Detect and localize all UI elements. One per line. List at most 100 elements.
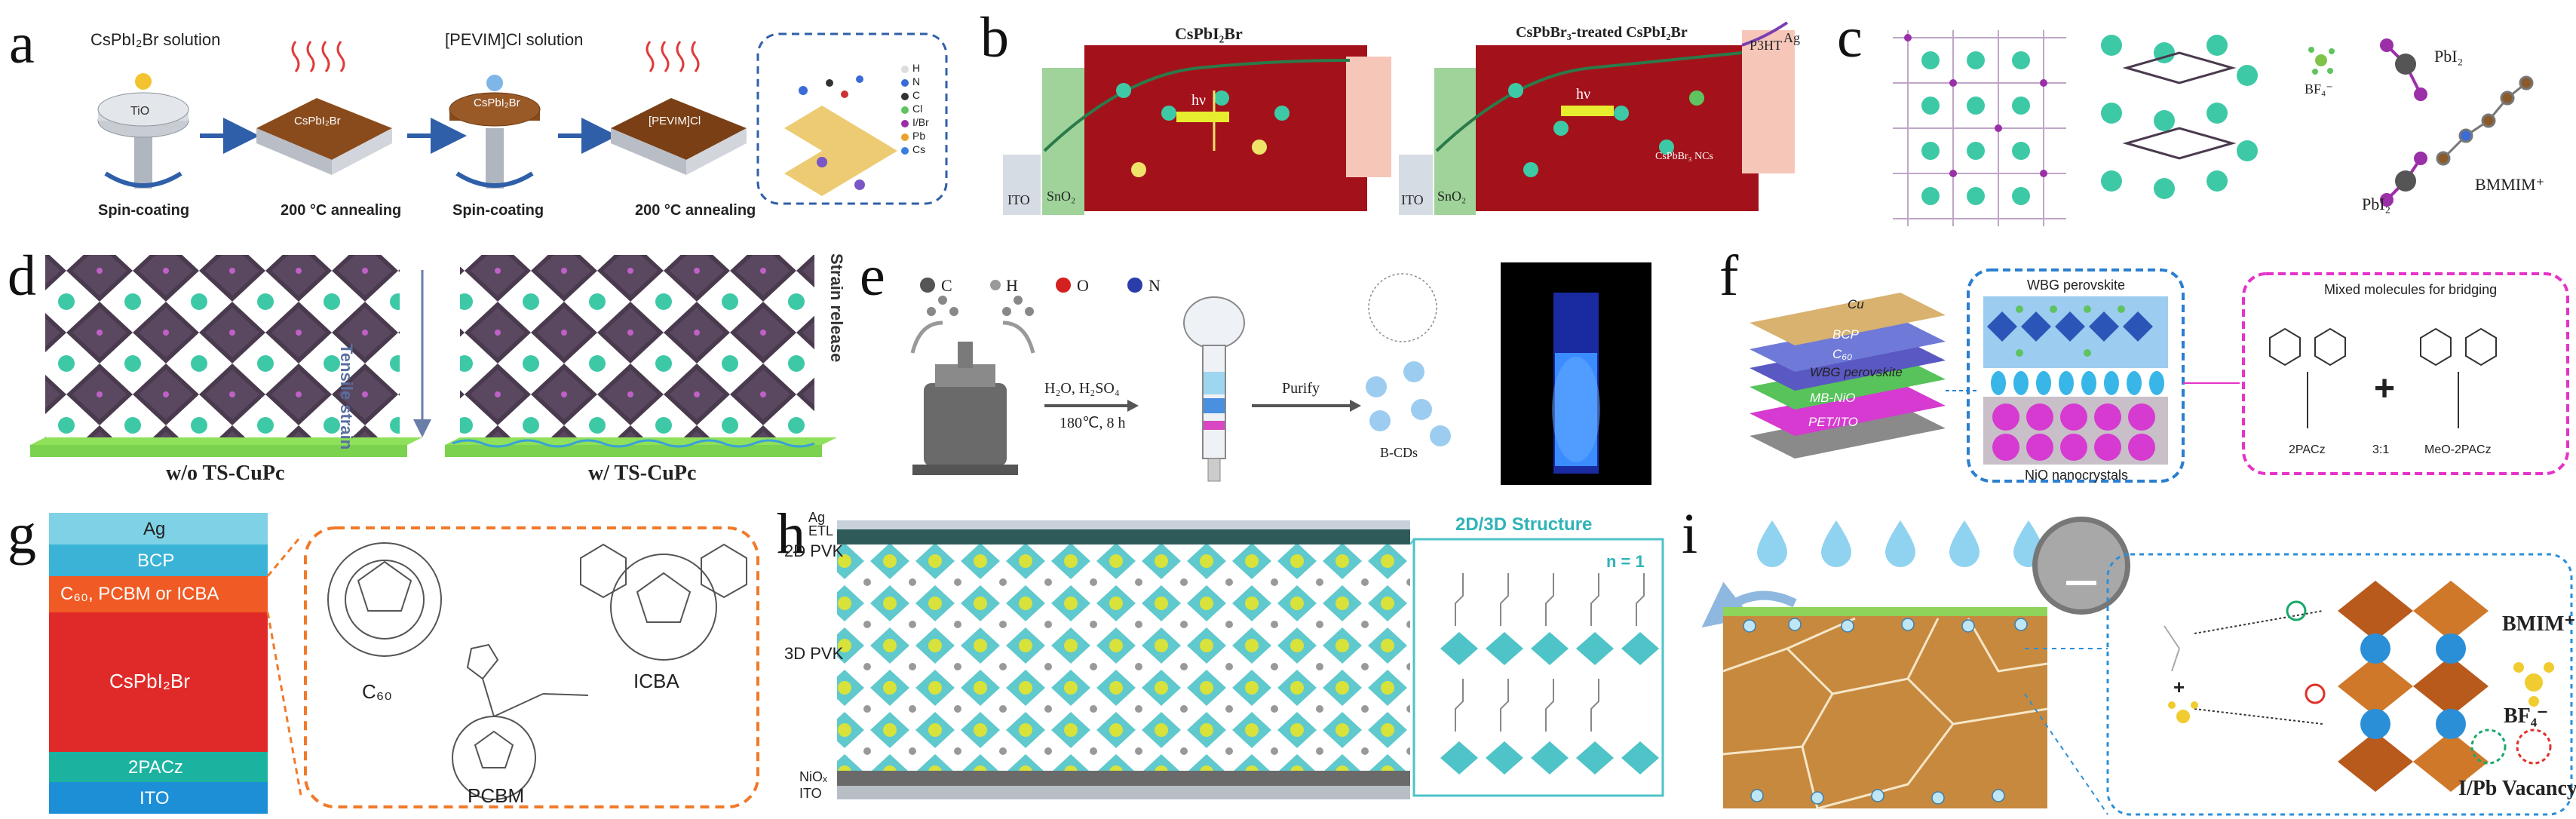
molecule-pbi2-bottom [2380,152,2427,207]
panel-e-legend-h: H [1006,276,1018,295]
panel-h-structure-title: 2D/3D Structure [1455,514,1593,535]
panel-g-tag: g [8,502,36,566]
panel-a-step3: Spin-coating [452,202,544,219]
device-stack [1750,293,1946,459]
hotplate-2 [611,98,747,175]
panel-f-plus: + [2374,369,2396,409]
panel-f-layer-wbg: WBG perovskite [1810,365,1903,379]
panel-b-sno2-right: SnO₂ [1437,189,1467,204]
molecule-pcbm [452,643,589,800]
panel-f-layer-cu: Cu [1848,297,1864,311]
panel-b-ag: Ag [1783,30,1800,45]
panel-g-layer-2pacz: 2PACz [128,757,183,778]
panel-e: e [860,240,1704,492]
panel-a-legend [901,66,909,155]
panel-a-step1: Spin-coating [98,202,190,219]
lattice-1 [1893,30,2066,226]
droplet-row [1757,520,2044,567]
panel-f-mol1: 2PACz [2289,443,2326,456]
lattice-strained [45,255,400,443]
panel-g-layer-etl: C₆₀, PCBM or ICBA [60,584,219,604]
panel-e-legend-c: C [941,276,952,295]
spin-coater-1: TiO [97,92,189,189]
panel-f-mix-title: Mixed molecules for bridging [2324,282,2498,297]
panel-b-ito-left: ITO [1007,192,1030,207]
panel-a-legend-n: N [912,75,921,87]
panel-b-sno2-left: SnO₂ [1047,189,1076,204]
panel-d-left-caption: w/o TS-CuPc [166,462,285,485]
panel-d: d Tensile strain Strai [0,240,852,492]
panel-h-label-etl: ETL [808,523,834,538]
panel-a-legend-pb: Pb [912,130,926,142]
panel-h-label-ag: Ag [808,510,826,525]
panel-a-legend-cl: Cl [912,103,923,115]
panel-d-graphics [30,255,837,457]
panel-a-film1: CsPbI₂Br [294,115,341,127]
panel-g-layer-absorber: CsPbI₂Br [109,670,190,692]
panel-g-layer-ito: ITO [140,788,170,808]
panel-d-tag: d [8,244,36,308]
panel-h-n-label: n = 1 [1606,552,1645,571]
panel-b: b CsPbI₂Br CsPbBr₃-treated CsPbI₂Br ITO … [973,0,1810,226]
panel-g-mol-c60: C₆₀ [362,680,393,703]
layer-ito [49,782,268,814]
panel-f: f Cu BCP C [1719,240,2576,492]
panel-g-mol-icba: ICBA [633,670,679,692]
panel-e-conditions: H₂O, H₂SO₄ [1044,380,1120,397]
droplet-icon [135,73,152,90]
hotplate-1 [256,98,392,175]
panel-b-left-title: CsPbI₂Br [1175,24,1243,43]
layer-absorber [49,612,268,752]
panel-c-graphics [1893,30,2534,226]
panel-f-zoom-title: WBG perovskite [2027,278,2126,293]
panel-b-p3ht: P3HT [1750,38,1783,53]
panel-c: c [1825,0,2576,226]
panel-g-layer-bcp: BCP [137,551,175,571]
panel-h-label-niox: NiOₓ [799,769,827,784]
panel-i-vacancy: I/Pb Vacancy [2458,777,2576,800]
panel-f-layer-nio: MB-NiO [1810,391,1856,405]
panel-f-graphics [1750,268,2569,483]
droplet-icon [486,75,503,91]
panel-f-layer-c60: C₆₀ [1832,347,1853,361]
lattice-relaxed [460,255,814,443]
panel-e-legend-n: N [1148,276,1161,295]
panel-b-graphics [1003,21,1795,215]
layer-bcp [49,544,268,576]
layer-2pacz [49,752,268,782]
carbon-dot-sheet [1368,273,1437,342]
panel-a: a CsPbI₂Br solution [PEVIM]Cl solution T… [0,0,958,226]
panel-f-ratio: 3:1 [2372,443,2390,456]
panel-d-right-caption: w/ TS-CuPc [588,462,697,485]
panel-h-label-2dpvk: 2D PVK [784,541,844,560]
panel-a-solution2: [PEVIM]Cl solution [445,30,584,49]
panel-g-mol-pcbm: PCBM [468,784,525,807]
panel-e-purify: Purify [1282,380,1320,397]
panel-f-mol2: MeO-2PACz [2424,443,2492,456]
molecule-icba [580,543,747,661]
panel-g: g Ag BCP C₆₀, PCBM or ICBA CsPbI₂Br 2PAC… [0,498,769,819]
panel-b-hv-left: hν [1191,92,1207,109]
panel-g-layer-ag: Ag [143,519,166,539]
molecule-meo-2pacz [2420,327,2497,428]
layer-ag [49,513,268,544]
panel-f-layer-bcp: BCP [1832,327,1859,342]
panel-e-product: B-CDs [1380,445,1418,460]
panel-e-tag: e [860,244,885,308]
panel-c-bmmim: BMMIM⁺ [2475,175,2545,194]
panel-d-tensile: Tensile strain [337,344,356,450]
molecule-2pacz [2269,327,2346,428]
panel-e-graphics [910,262,1651,485]
panel-h-label-3dpvk: 3D PVK [784,644,844,663]
panel-a-legend-cs: Cs [912,143,926,155]
panel-i-plus: + [2173,676,2185,698]
panel-a-step2: 200 °C annealing [281,202,402,219]
panel-i-bmim: BMIM⁺ [2502,612,2576,636]
heat-icon [291,41,700,72]
panel-h: h [777,498,1674,819]
panel-c-bf4: BF₄⁻ [2305,81,2333,97]
panel-e-temp: 180℃, 8 h [1060,415,1126,431]
panel-c-pbi2-bottom: PbI₂ [2362,195,2391,213]
panel-i-bf4: BF₄⁻ [2504,704,2548,728]
panel-i-tag: i [1682,502,1698,566]
